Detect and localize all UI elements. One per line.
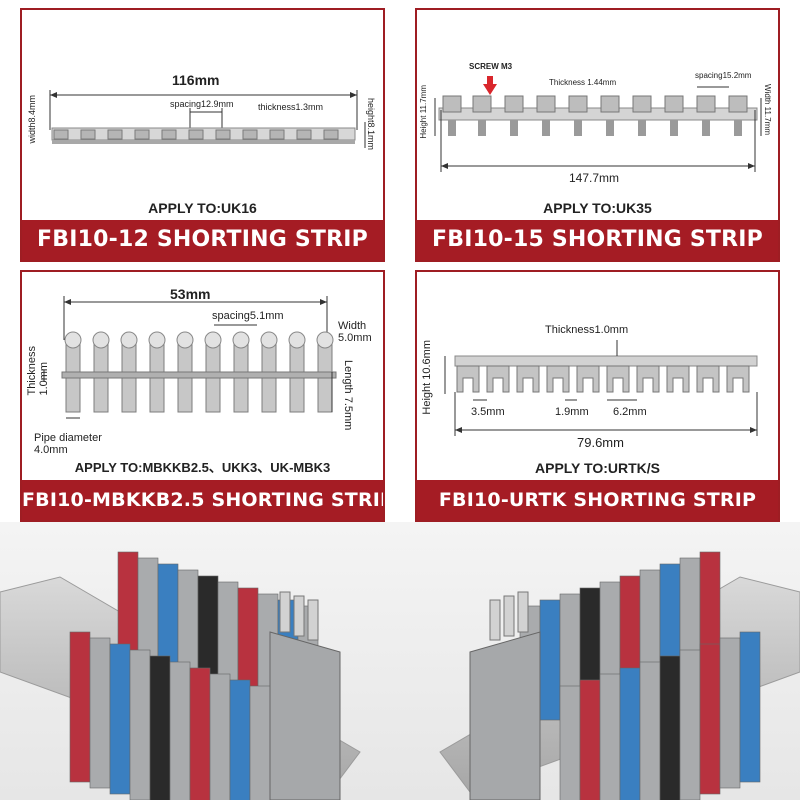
- apply-to-text: APPLY TO:UK35: [543, 200, 652, 216]
- height-label: height8.1mm: [366, 98, 376, 151]
- height-label: Height 10.6mm: [421, 340, 433, 415]
- screw-label: SCREW M3: [469, 62, 513, 71]
- width-label: Width 11.7mm: [763, 84, 772, 135]
- thickness-label: Thickness1.0mm: [545, 324, 629, 336]
- apply-to-text: APPLY TO:MBKKB2.5、UKK3、UK-MBK3: [74, 460, 331, 475]
- spacing-label: spacing5.1mm: [212, 310, 284, 322]
- product-panel-fbi10-12: 116mm spacing12.9mm thickness1.3mm width…: [20, 8, 385, 262]
- spacing-label: spacing15.2mm: [695, 71, 752, 80]
- thickness-label: Thickness 1.44mm: [549, 78, 617, 87]
- terminal-blocks-photo: [0, 522, 800, 800]
- gap-1-9-label: 1.9mm: [555, 406, 589, 418]
- length-7-5-label: Length 7.5mm: [342, 360, 354, 431]
- din-rail-terminal-illustration: [0, 522, 800, 800]
- height-label: Height 11.7mm: [419, 85, 428, 139]
- product-panel-fbi10-urtk: Thickness1.0mm Height 10.6mm 3.5mm 1.9mm…: [415, 270, 780, 522]
- product-panel-fbi10-mbkkb25: 53mm spacing5.1mm Width 5.0mm Thickness …: [20, 270, 385, 522]
- spacing-label: spacing12.9mm: [170, 99, 234, 109]
- length-label: 147.7mm: [569, 171, 620, 185]
- width-label: Width 5.0mm: [338, 320, 372, 344]
- product-title-banner: FBI10-URTK SHORTING STRIP: [417, 480, 778, 520]
- thickness-label: Thickness 1.0mm: [26, 346, 50, 396]
- product-title-banner: FBI10-MBKKB2.5 SHORTING STRIP: [22, 480, 383, 520]
- product-title-banner: FBI10-15 SHORTING STRIP: [417, 220, 778, 260]
- apply-to-text: APPLY TO:UK16: [148, 200, 257, 216]
- pipe-diameter-label: Pipe diameter 4.0mm: [34, 432, 102, 456]
- shorting-strip-diagram: [434, 76, 762, 172]
- shorting-strip-diagram: [49, 90, 366, 148]
- shorting-strip-diagram: [43, 296, 337, 419]
- shorting-strip-diagram: [444, 340, 758, 436]
- gap-6-2-label: 6.2mm: [613, 406, 647, 418]
- product-title-banner: FBI10-12 SHORTING STRIP: [22, 220, 383, 260]
- length-label: 116mm: [172, 72, 220, 88]
- length-label: 79.6mm: [577, 435, 624, 450]
- gap-3-5-label: 3.5mm: [471, 406, 505, 418]
- thickness-label: thickness1.3mm: [258, 102, 324, 112]
- width-label: width8.4mm: [27, 95, 37, 144]
- product-panel-fbi10-15: SCREW M3 Thickness 1.44mm spacing15.2mm …: [415, 8, 780, 262]
- apply-to-text: APPLY TO:URTK/S: [535, 460, 660, 476]
- length-label: 53mm: [170, 286, 211, 302]
